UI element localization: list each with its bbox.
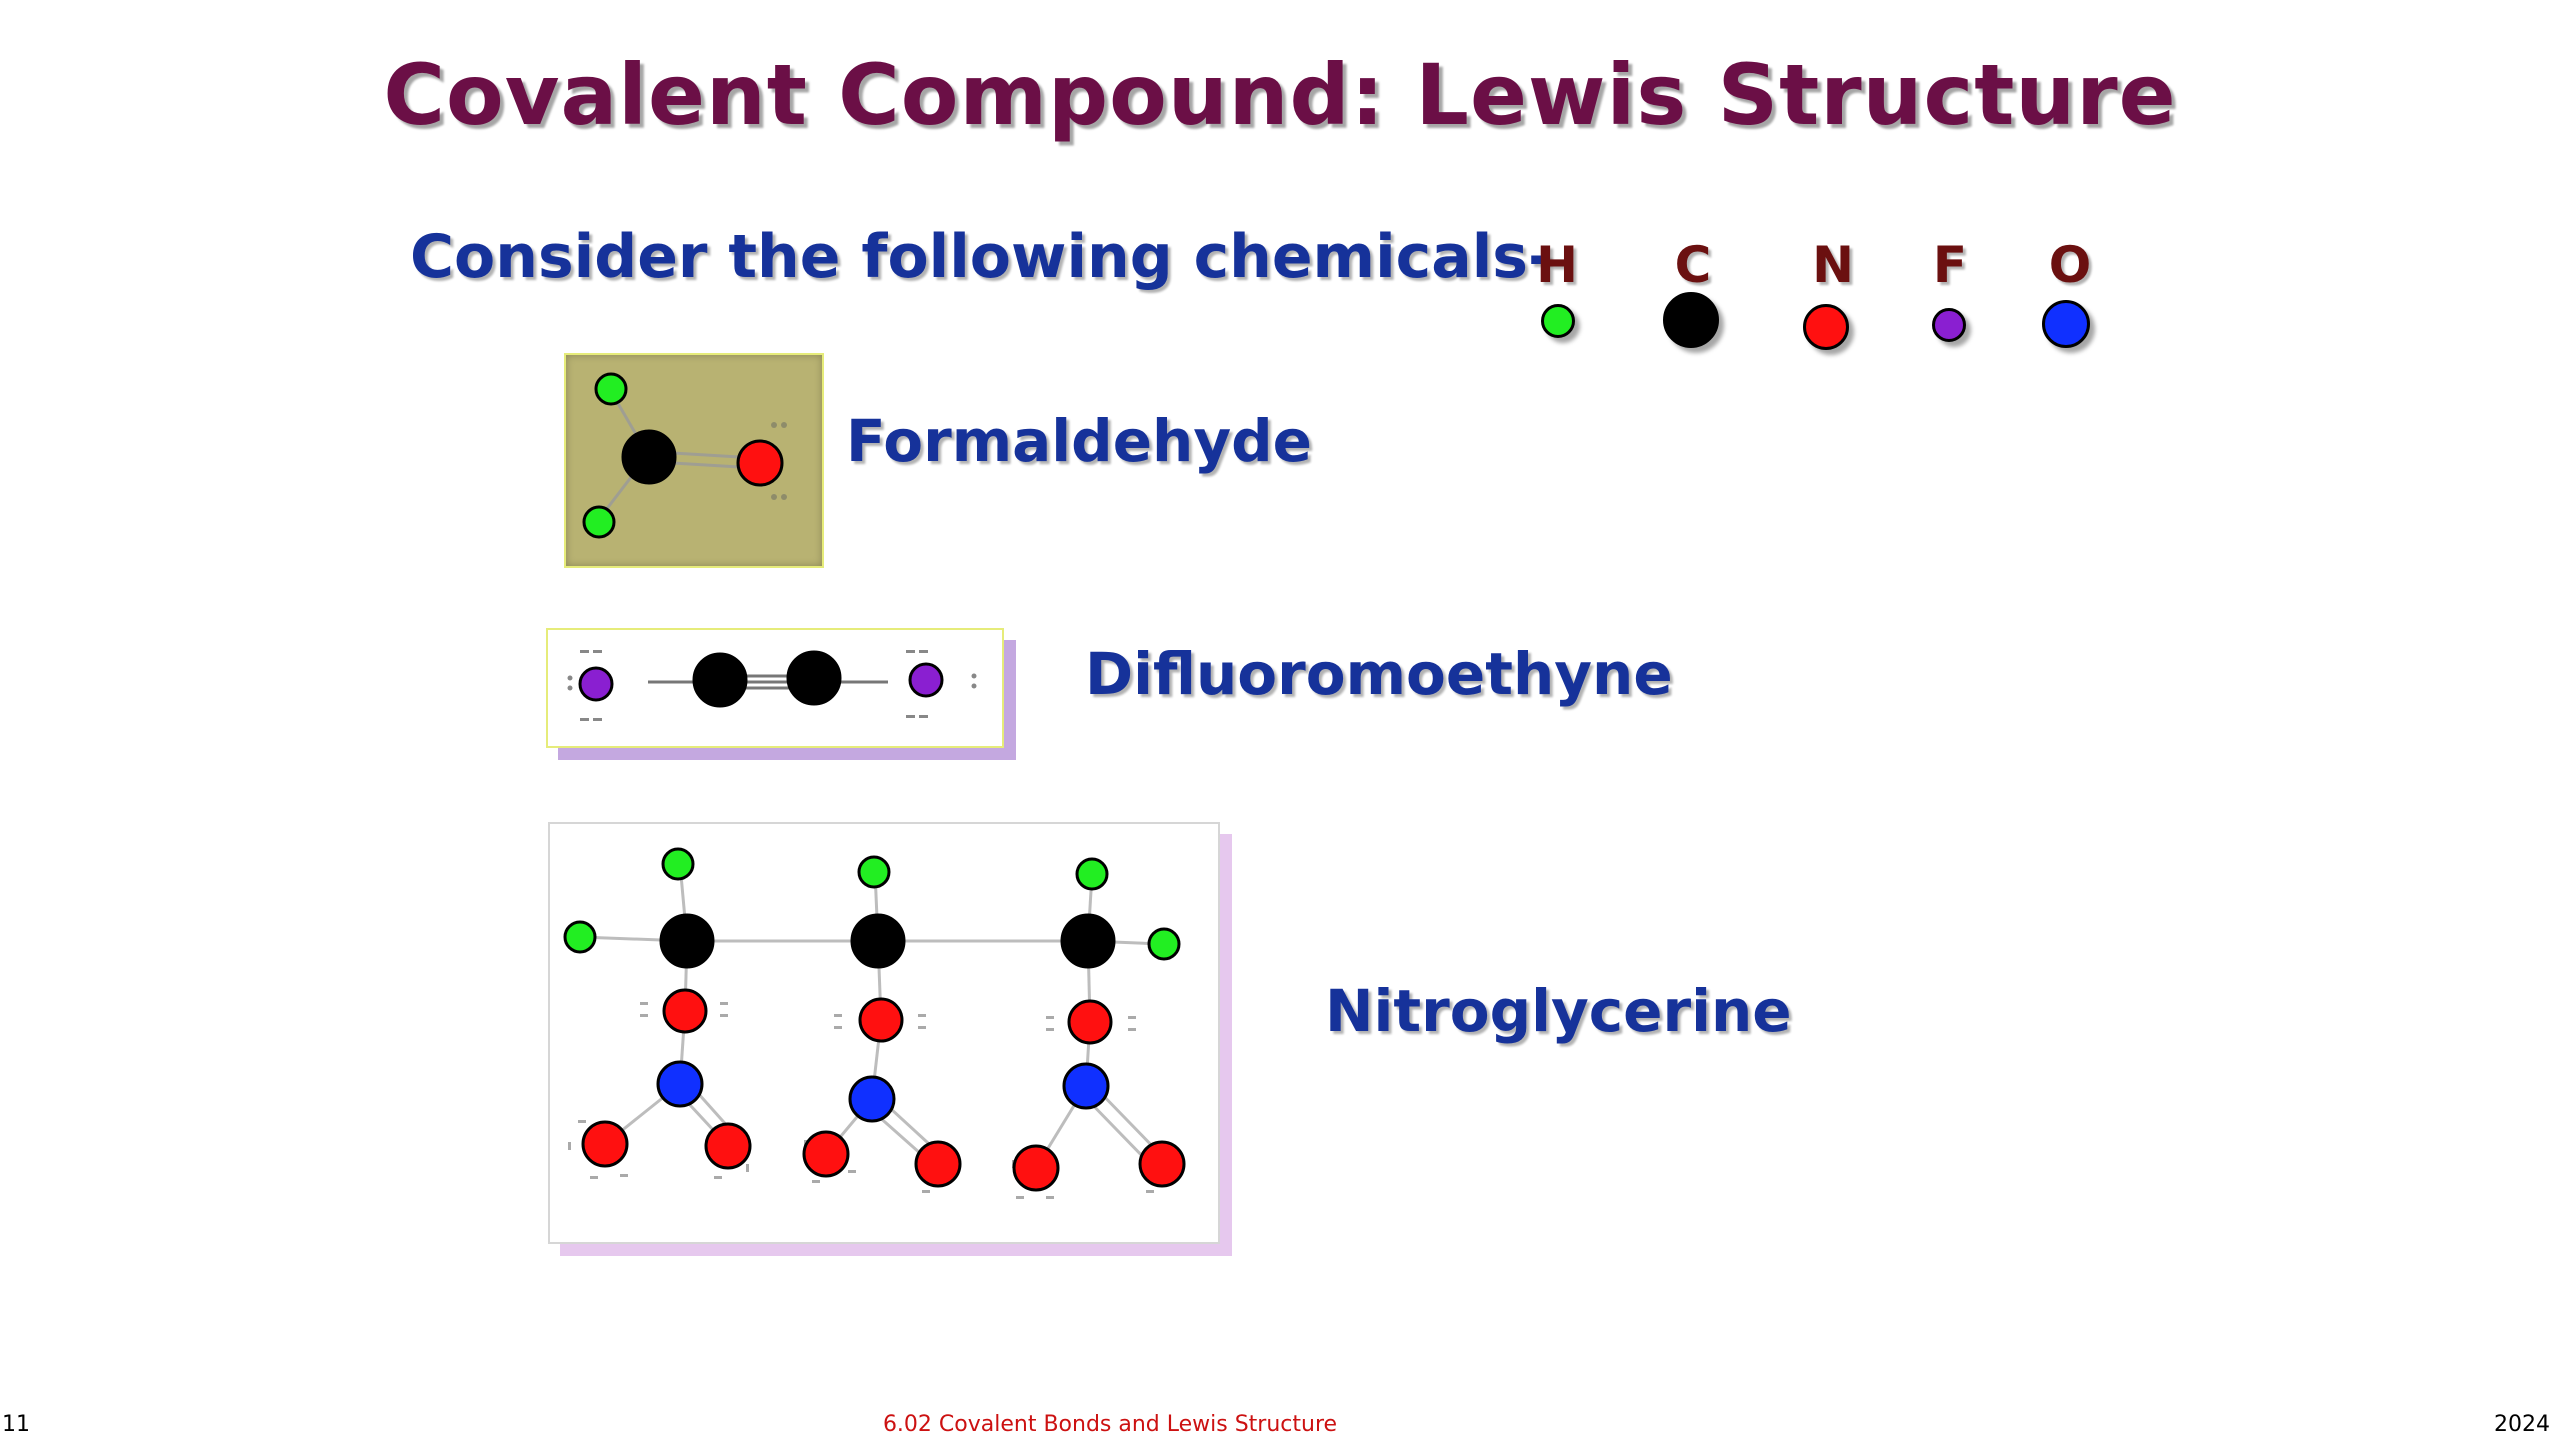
difluoromoethyne-diagram	[546, 628, 1004, 748]
slide-number: 11	[2, 1412, 30, 1437]
footer-caption: 6.02 Covalent Bonds and Lewis Structure	[882, 1412, 1338, 1437]
legend-atom-c-icon	[1663, 292, 1719, 348]
formaldehyde-molecule-icon	[582, 372, 787, 539]
compound-label-formaldehyde: Formaldehyde	[846, 407, 1312, 475]
legend-label-c: C	[1674, 236, 1712, 294]
slide-subtitle: Consider the following chemicals-	[410, 222, 1553, 292]
compound-label-nitroglycerine: Nitroglycerine	[1325, 977, 1792, 1045]
footer-year: 2024	[2494, 1412, 2550, 1437]
legend-label-o: O	[2048, 236, 2092, 294]
nitroglycerine-diagram	[548, 822, 1220, 1244]
legend-label-n: N	[1812, 236, 1854, 294]
formaldehyde-diagram	[564, 353, 824, 568]
nitroglycerine-molecule-icon	[563, 847, 1186, 1199]
legend-atom-n-icon	[1803, 304, 1849, 350]
legend-atom-h-icon	[1541, 304, 1575, 338]
slide-title: Covalent Compound: Lewis Structure	[383, 46, 2177, 144]
legend-label-h: H	[1536, 236, 1578, 294]
legend-label-f: F	[1932, 236, 1968, 294]
legend-atom-o-icon	[2042, 300, 2090, 348]
compound-label-difluoromoethyne: Difluoromoethyne	[1085, 640, 1673, 708]
legend-atom-f-icon	[1932, 308, 1966, 342]
difluoromoethyne-molecule-icon	[567, 650, 977, 721]
